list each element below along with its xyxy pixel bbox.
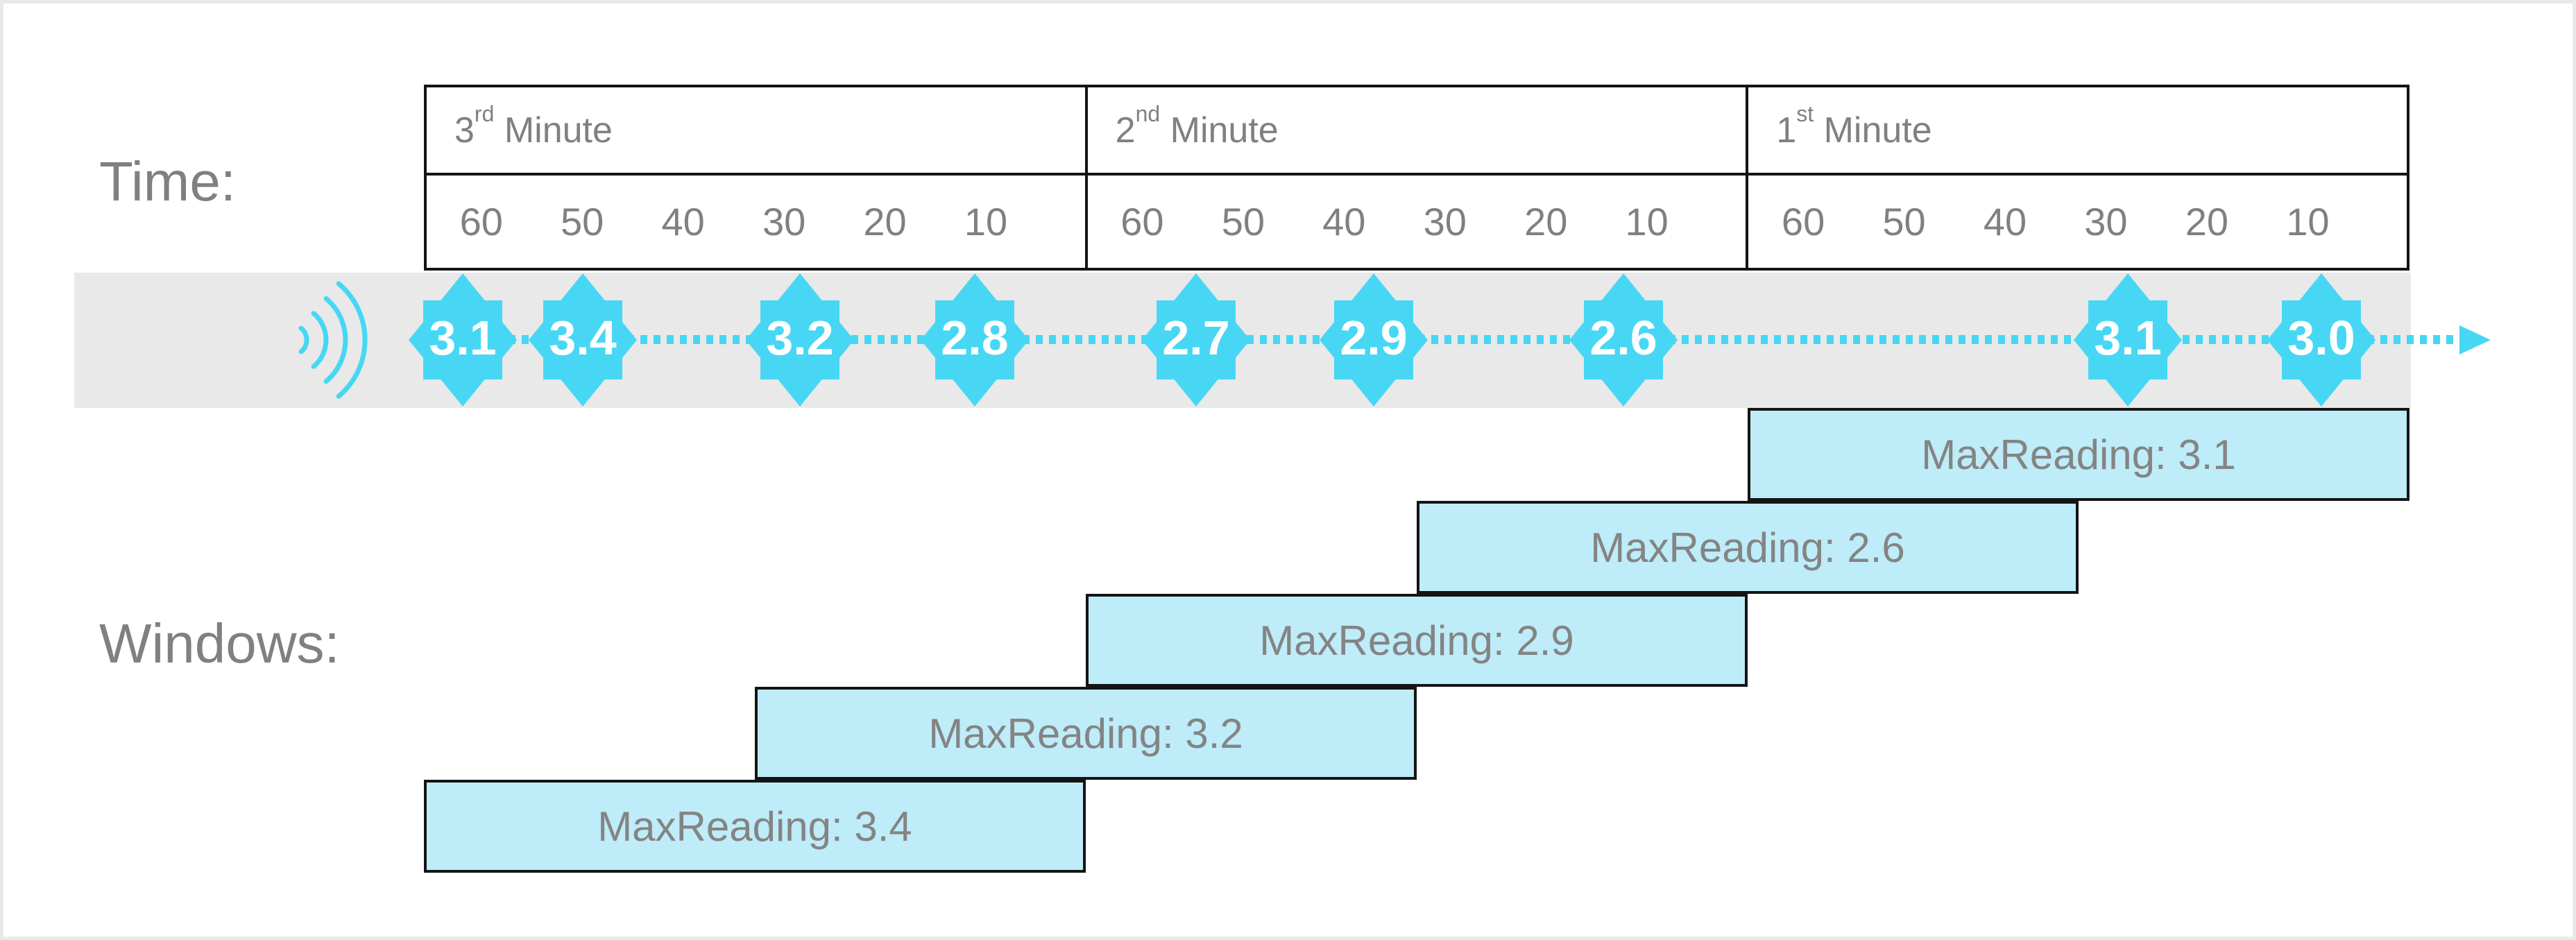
tick-label: 60 <box>459 200 503 243</box>
star-burst-icon <box>1569 273 1678 407</box>
minute-label: 1st Minute <box>1748 87 2407 176</box>
ordinal-suffix: nd <box>1135 101 1161 126</box>
tick-label: 30 <box>2084 200 2128 243</box>
minute-box: 1st Minute 60 50 40 30 20 10 <box>1748 87 2407 268</box>
tick-label: 20 <box>2185 200 2229 243</box>
tick-label: 20 <box>863 200 907 243</box>
window-box: MaxReading: 2.9 <box>1086 594 1748 687</box>
event-marker: 3.2 <box>741 272 859 408</box>
tick-label: 30 <box>762 200 806 243</box>
event-value: 3.0 <box>2287 311 2355 365</box>
tick-label: 10 <box>2286 200 2330 243</box>
event-marker: 2.7 <box>1137 272 1255 408</box>
event-value: 2.9 <box>1340 311 1408 365</box>
event-marker: 2.6 <box>1564 272 1682 408</box>
event-marker: 3.1 <box>2069 272 2187 408</box>
time-row-label: Time: <box>99 151 237 212</box>
tick-label: 50 <box>1882 200 1926 243</box>
windows-row-label: Windows: <box>99 613 340 674</box>
window-box: MaxReading: 3.1 <box>1748 408 2409 501</box>
window-box: MaxReading: 3.2 <box>755 687 1417 780</box>
tick-label: 10 <box>1625 200 1669 243</box>
time-axis: 3rd Minute 60 50 40 30 20 10 2nd Minute 60 50 4… <box>424 85 2409 271</box>
event-marker: 3.4 <box>524 272 642 408</box>
minute-box: 3rd Minute 60 50 40 30 20 10 <box>427 87 1088 268</box>
minute-label: 2nd Minute <box>1087 87 1746 176</box>
event-value: 2.8 <box>941 311 1009 365</box>
star-burst-icon <box>746 273 854 407</box>
window-box-label: MaxReading: 2.6 <box>1590 524 1905 571</box>
tick-label: 40 <box>1983 200 2027 243</box>
event-value: 3.1 <box>429 311 497 365</box>
tick-row: 60 50 40 30 20 10 <box>1748 176 2407 268</box>
signal-waves-icon <box>298 281 368 399</box>
tick-label: 60 <box>1781 200 1825 243</box>
star-burst-icon <box>1320 273 1428 407</box>
tick-label: 40 <box>661 200 705 243</box>
event-marker: 2.9 <box>1315 272 1433 408</box>
star-burst-icon <box>1142 273 1250 407</box>
event-value: 3.2 <box>766 311 834 365</box>
window-box-label: MaxReading: 3.2 <box>928 710 1243 757</box>
tick-label: 50 <box>561 200 604 243</box>
tick-row: 60 50 40 30 20 10 <box>427 176 1085 268</box>
tick-label: 60 <box>1120 200 1164 243</box>
tick-label: 50 <box>1221 200 1265 243</box>
star-burst-icon <box>2267 273 2375 407</box>
tick-row: 60 50 40 30 20 10 <box>1088 176 1746 268</box>
event-marker: 3.1 <box>404 272 522 408</box>
star-burst-icon <box>2074 273 2182 407</box>
tick-label: 10 <box>964 200 1008 243</box>
window-box: MaxReading: 3.4 <box>424 780 1086 873</box>
window-box-label: MaxReading: 2.9 <box>1259 617 1574 664</box>
star-burst-icon <box>921 273 1029 407</box>
event-value: 3.4 <box>549 311 617 365</box>
ordinal-suffix: rd <box>474 101 495 126</box>
event-value: 3.1 <box>2094 311 2162 365</box>
window-box-label: MaxReading: 3.4 <box>597 803 912 850</box>
event-value: 2.6 <box>1589 311 1657 365</box>
minute-label: 3rd Minute <box>427 87 1085 176</box>
window-box-label: MaxReading: 3.1 <box>1921 431 2236 478</box>
tick-label: 30 <box>1423 200 1467 243</box>
window-box: MaxReading: 2.6 <box>1417 501 2079 594</box>
star-burst-icon <box>409 273 517 407</box>
ordinal-suffix: st <box>1796 101 1814 126</box>
event-marker: 3.0 <box>2262 272 2380 408</box>
event-marker: 2.8 <box>916 272 1034 408</box>
tick-label: 40 <box>1322 200 1366 243</box>
event-value: 2.7 <box>1162 311 1230 365</box>
arrow-right-icon <box>2459 325 2491 354</box>
tick-label: 20 <box>1524 200 1568 243</box>
minute-box: 2nd Minute 60 50 40 30 20 10 <box>1087 87 1749 268</box>
star-burst-icon <box>529 273 637 407</box>
